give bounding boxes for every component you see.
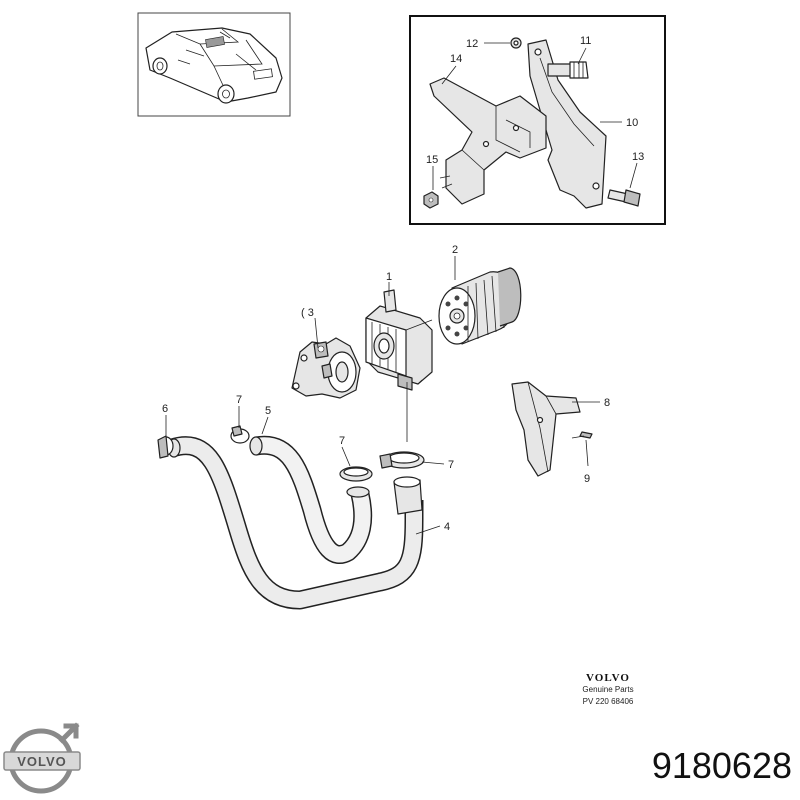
stamp-brand: VOLVO xyxy=(586,672,630,684)
callout-10: 10 xyxy=(626,117,638,129)
volvo-logo: VOLVO xyxy=(3,722,81,794)
callout-5: 5 xyxy=(265,405,271,417)
stamp-line2: PV 220 68406 xyxy=(583,697,634,706)
callout-15: 15 xyxy=(426,154,438,166)
callout-14: 14 xyxy=(450,53,462,65)
oil-hoses xyxy=(167,435,424,610)
callout-12: 12 xyxy=(466,38,478,50)
filter-adapter xyxy=(291,337,361,399)
callout-6: 6 xyxy=(162,403,168,415)
stamp-line1: Genuine Parts xyxy=(582,685,633,694)
car-thumbnail xyxy=(137,12,291,117)
callout-3: ( 3 xyxy=(301,307,314,319)
callout-7a: 7 xyxy=(236,394,242,406)
callout-2: 2 xyxy=(452,244,458,256)
hose-clamps xyxy=(157,425,425,482)
callout-7c: 7 xyxy=(448,459,454,471)
callout-4: 4 xyxy=(444,521,450,533)
callout-13: 13 xyxy=(632,151,644,163)
part-number: 9180628 xyxy=(652,745,792,786)
lower-bracket xyxy=(511,381,593,477)
callout-labels: 1 2 ( 3 4 5 6 7 7 7 8 9 10 11 12 13 14 1… xyxy=(162,35,644,533)
oil-filter xyxy=(438,267,522,345)
genuine-parts-stamp: VOLVO Genuine Parts PV 220 68406 xyxy=(582,672,633,706)
logo-text: VOLVO xyxy=(17,754,67,769)
leader-lines xyxy=(165,42,638,535)
callout-8: 8 xyxy=(604,397,610,409)
oil-cooler xyxy=(365,289,433,391)
callout-9: 9 xyxy=(584,473,590,485)
callout-11: 11 xyxy=(580,35,591,47)
bracket-inset-box xyxy=(409,15,666,225)
callout-1: 1 xyxy=(386,271,392,283)
callout-7b: 7 xyxy=(339,435,345,447)
